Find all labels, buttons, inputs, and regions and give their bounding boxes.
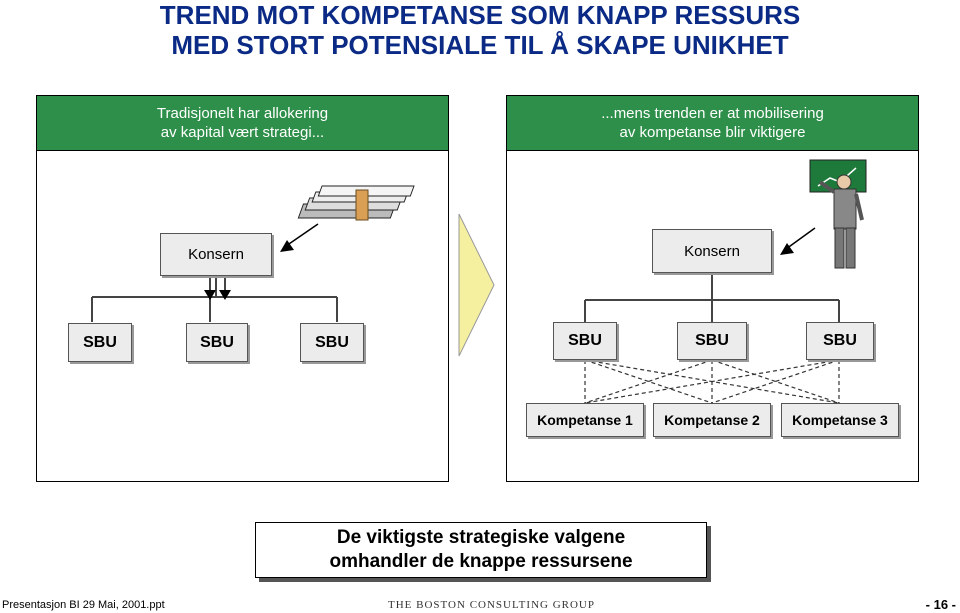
left-sbu-3: SBU bbox=[300, 323, 364, 362]
transition-arrow bbox=[458, 213, 495, 357]
left-header-line-2: av kapital vært strategi... bbox=[160, 124, 325, 141]
right-konsern-box: Konsern bbox=[652, 229, 772, 273]
competence-network bbox=[584, 359, 840, 404]
right-sbu-3: SBU bbox=[806, 322, 874, 360]
left-konsern-box: Konsern bbox=[160, 233, 272, 276]
competence-box-2: Kompetanse 2 bbox=[653, 403, 771, 437]
right-sbu-1: SBU bbox=[553, 322, 617, 360]
left-tree-connectors bbox=[91, 276, 338, 322]
competence-box-1: Kompetanse 1 bbox=[526, 403, 644, 437]
left-sbu-1: SBU bbox=[68, 323, 132, 362]
right-sbu-2: SBU bbox=[677, 322, 747, 360]
right-header-line-1: ...mens trenden er at mobilisering bbox=[601, 105, 824, 122]
left-sbu-2: SBU bbox=[186, 323, 248, 362]
left-down-arrow-1 bbox=[204, 290, 216, 300]
conclusion-line-1: De viktigste strategiske valgene bbox=[336, 527, 626, 548]
money-stack-icon bbox=[297, 185, 415, 221]
right-header-line-2: av kompetanse blir viktigere bbox=[619, 124, 806, 141]
left-panel-header: Tradisjonelt har allokering av kapital v… bbox=[37, 96, 448, 151]
title-line-1: TREND MOT KOMPETANSE SOM KNAPP RESSURS bbox=[159, 0, 801, 30]
right-pointer-arrow bbox=[780, 227, 816, 255]
footer-filename: Presentasjon BI 29 Mai, 2001.ppt bbox=[2, 599, 165, 611]
footer-page-number: - 16 - bbox=[925, 597, 956, 612]
right-panel-header: ...mens trenden er at mobilisering av ko… bbox=[507, 96, 918, 151]
presenter-icon bbox=[809, 159, 867, 269]
right-tree-connectors bbox=[584, 273, 840, 322]
title-line-2: MED STORT POTENSIALE TIL Å SKAPE UNIKHET bbox=[171, 30, 789, 60]
footer-bcg-logo: THE BOSTON CONSULTING GROUP bbox=[388, 599, 595, 611]
left-down-arrow-2 bbox=[219, 290, 231, 300]
left-panel: Tradisjonelt har allokering av kapital v… bbox=[36, 95, 449, 482]
conclusion-line-2: omhandler de knappe ressursene bbox=[329, 551, 633, 572]
left-header-line-1: Tradisjonelt har allokering bbox=[156, 105, 329, 122]
left-pointer-arrow bbox=[280, 223, 319, 252]
competence-box-3: Kompetanse 3 bbox=[781, 403, 899, 437]
conclusion-box: De viktigste strategiske valgene omhandl… bbox=[255, 522, 707, 578]
